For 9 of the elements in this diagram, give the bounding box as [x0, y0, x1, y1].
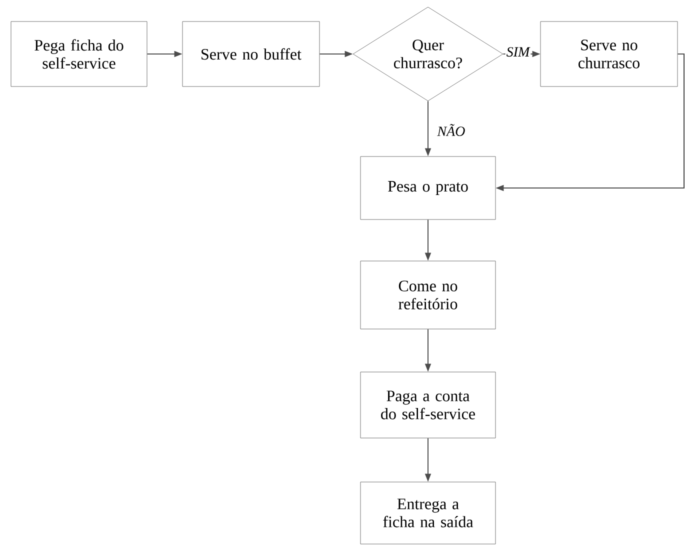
- process-box: Serve no churrasco: [540, 21, 678, 87]
- process-box: Serve no buffet: [182, 21, 320, 87]
- process-box: Pega ficha do self-service: [10, 21, 148, 87]
- process-box: Paga a conta do self-service: [360, 372, 496, 438]
- process-box: Entrega a ficha na saída: [360, 482, 496, 544]
- edge-label: NÃO: [436, 122, 466, 138]
- process-box: Come no refeitório: [360, 260, 496, 330]
- edge-label: SIM: [505, 46, 531, 58]
- process-box: Pesa o prato: [360, 156, 496, 220]
